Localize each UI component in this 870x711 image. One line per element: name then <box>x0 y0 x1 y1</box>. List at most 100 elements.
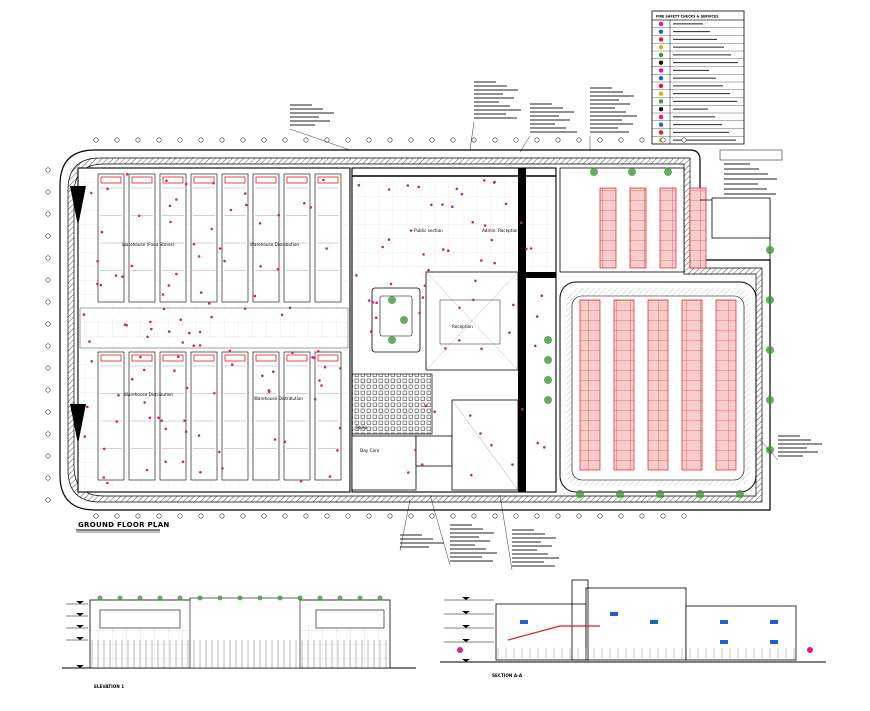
fire-safety-marker-icon <box>409 229 413 232</box>
warehouse-bay <box>128 351 156 481</box>
fire-safety-marker-icon <box>521 408 524 411</box>
tree-icon <box>457 647 463 653</box>
grid-bubble <box>45 453 51 459</box>
fire-safety-marker-icon <box>115 420 119 423</box>
room-label-reception: Reception <box>452 324 473 329</box>
legend-symbol-icon <box>658 44 664 50</box>
callout-notes <box>289 81 822 571</box>
fire-safety-marker-icon <box>137 214 141 218</box>
grid-bubble <box>387 137 393 143</box>
grid-bubble <box>534 137 540 143</box>
fire-safety-marker-icon <box>184 182 188 186</box>
fire-safety-marker-icon <box>148 416 152 420</box>
grid-bubble <box>303 137 309 143</box>
fire-safety-marker-icon <box>185 386 189 390</box>
fire-safety-marker-icon <box>460 192 464 196</box>
fire-safety-marker-icon <box>160 419 163 423</box>
tree-icon <box>400 316 408 324</box>
fire-safety-marker-icon <box>369 330 373 333</box>
fire-safety-marker-icon <box>433 410 437 414</box>
room-label-warehouse-a: Warehouse (Food Stores) <box>122 242 175 247</box>
room-label-store: Store <box>356 425 367 430</box>
fire-safety-marker-icon <box>198 344 202 347</box>
tree-icon <box>257 595 263 601</box>
fire-safety-marker-icon <box>371 300 375 304</box>
fire-safety-marker-icon <box>243 307 247 310</box>
fire-safety-marker-icon <box>442 248 445 251</box>
grid-bubble <box>345 513 351 519</box>
fire-safety-marker-icon <box>88 340 91 343</box>
fire-safety-marker-icon <box>543 446 546 449</box>
fire-safety-marker-icon <box>197 434 201 437</box>
room-label-warehouse-d: Warehouse Distribution <box>254 396 303 401</box>
fire-safety-marker-icon <box>150 327 153 331</box>
grid-bubble <box>513 137 519 143</box>
tree-icon <box>544 396 552 404</box>
fire-safety-marker-icon <box>145 468 149 472</box>
duct-marker-icon <box>720 640 728 644</box>
tree-icon <box>544 356 552 364</box>
grid-bubble <box>114 513 120 519</box>
grid-bubble <box>597 137 603 143</box>
fire-safety-marker-icon <box>511 463 514 466</box>
fire-safety-marker-icon <box>164 460 167 464</box>
fire-safety-marker-icon <box>455 187 459 191</box>
fire-safety-marker-icon <box>338 426 342 430</box>
fire-safety-marker-icon <box>283 440 287 444</box>
room-label-warehouse-c: Warehouse Distribution <box>124 392 173 397</box>
warehouse-bay <box>221 173 249 303</box>
warehouse-bay <box>314 173 342 303</box>
fire-safety-marker-icon <box>221 467 224 470</box>
grid-bubble <box>513 513 519 519</box>
fire-safety-marker-icon <box>167 284 171 287</box>
duct-marker-icon <box>720 620 728 624</box>
grid-bubble <box>324 513 330 519</box>
fire-safety-marker-icon <box>89 191 93 195</box>
fire-safety-marker-icon <box>444 347 447 350</box>
fire-safety-marker-icon <box>267 389 271 392</box>
fire-safety-marker-icon <box>535 315 539 318</box>
fire-safety-marker-icon <box>280 313 284 317</box>
fire-safety-marker-icon <box>468 414 472 417</box>
fire-safety-marker-icon <box>198 330 202 334</box>
warehouse-bay <box>159 173 187 303</box>
notes-block <box>719 149 783 195</box>
tree-icon <box>766 446 774 454</box>
fire-safety-marker-icon <box>534 344 537 348</box>
grid-bubble <box>45 189 51 195</box>
fire-safety-marker-icon <box>277 213 281 217</box>
fire-safety-marker-icon <box>375 301 378 305</box>
tree-icon <box>766 346 774 354</box>
fire-safety-marker-icon <box>288 306 292 310</box>
fire-safety-marker-icon <box>181 460 185 464</box>
fire-safety-marker-icon <box>470 473 473 477</box>
room-label-office: Public section <box>414 228 443 233</box>
fire-safety-marker-icon <box>146 335 149 339</box>
fire-safety-marker-icon <box>512 303 515 307</box>
fire-safety-marker-icon <box>175 272 178 276</box>
legend-symbol-icon <box>658 21 664 27</box>
legend-symbol-icon <box>658 114 664 120</box>
level-marker-icon <box>76 665 84 668</box>
grid-bubble <box>555 137 561 143</box>
fire-safety-marker-icon <box>311 356 314 359</box>
tree-icon <box>237 595 243 601</box>
fire-safety-marker-icon <box>143 401 146 404</box>
elevation-drawing <box>62 595 416 669</box>
fire-safety-marker-icon <box>210 315 213 319</box>
fire-safety-marker-icon <box>192 344 196 348</box>
fire-safety-marker-icon <box>490 238 494 242</box>
fire-safety-marker-icon <box>323 365 327 369</box>
fire-safety-marker-icon <box>188 331 191 335</box>
fire-safety-marker-icon <box>177 355 180 359</box>
fire-safety-marker-icon <box>317 350 320 353</box>
fire-safety-marker-icon <box>183 419 186 423</box>
section-title: SECTION A-A <box>492 673 523 678</box>
warehouse-bay <box>190 351 218 481</box>
grid-bubble <box>282 137 288 143</box>
grid-bubble <box>45 167 51 173</box>
fire-safety-marker-icon <box>102 476 106 479</box>
duct-marker-icon <box>770 640 778 644</box>
grid-bubble <box>639 137 645 143</box>
